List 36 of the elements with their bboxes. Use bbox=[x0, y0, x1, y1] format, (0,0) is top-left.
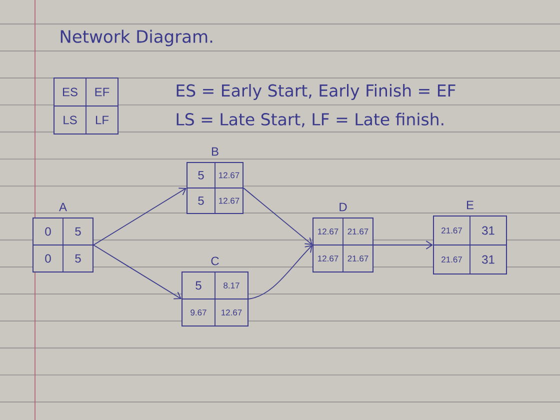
abbreviation: LF bbox=[96, 116, 109, 124]
arrow bbox=[243, 188, 312, 245]
time-value: 21.67 bbox=[348, 228, 368, 234]
abbreviation: LS bbox=[64, 116, 77, 124]
time-value: 12.67 bbox=[219, 172, 240, 178]
time-value: 21.67 bbox=[348, 256, 368, 262]
time-value: 5 bbox=[75, 227, 81, 236]
arrow bbox=[93, 188, 186, 246]
time-value: 21.67 bbox=[442, 256, 462, 262]
activity-letter: B bbox=[210, 146, 220, 157]
time-value: 9.67 bbox=[190, 310, 206, 316]
activity-letter: D bbox=[338, 202, 348, 212]
arrow bbox=[93, 244, 182, 300]
time-value: 0 bbox=[45, 227, 51, 236]
arrow bbox=[373, 240, 433, 250]
time-value: 31 bbox=[482, 255, 494, 264]
time-value: 8.17 bbox=[224, 282, 240, 288]
time-value: 31 bbox=[482, 226, 494, 235]
title: Network Diagram. bbox=[58, 28, 215, 48]
time-value: 5 bbox=[75, 254, 81, 263]
time-value: 12.67 bbox=[318, 256, 338, 262]
abbreviation: ES bbox=[63, 88, 78, 96]
activity-letter: A bbox=[58, 202, 68, 212]
time-value: 21.67 bbox=[442, 228, 462, 234]
time-value: 5 bbox=[198, 171, 204, 180]
note: ES = Early Start, Early Finish = EF bbox=[174, 83, 458, 101]
time-value: 5 bbox=[198, 196, 204, 205]
abbreviation: EF bbox=[95, 88, 110, 96]
time-value: 5 bbox=[196, 281, 202, 290]
note: LS = Late Start, LF = Late finish. bbox=[174, 112, 446, 128]
time-value: 12.67 bbox=[219, 198, 240, 204]
time-value: 0 bbox=[45, 254, 51, 263]
time-value: 12.67 bbox=[318, 228, 338, 234]
time-value: 12.67 bbox=[222, 310, 242, 316]
activity-letter: C bbox=[210, 256, 220, 266]
arrow bbox=[248, 245, 312, 300]
